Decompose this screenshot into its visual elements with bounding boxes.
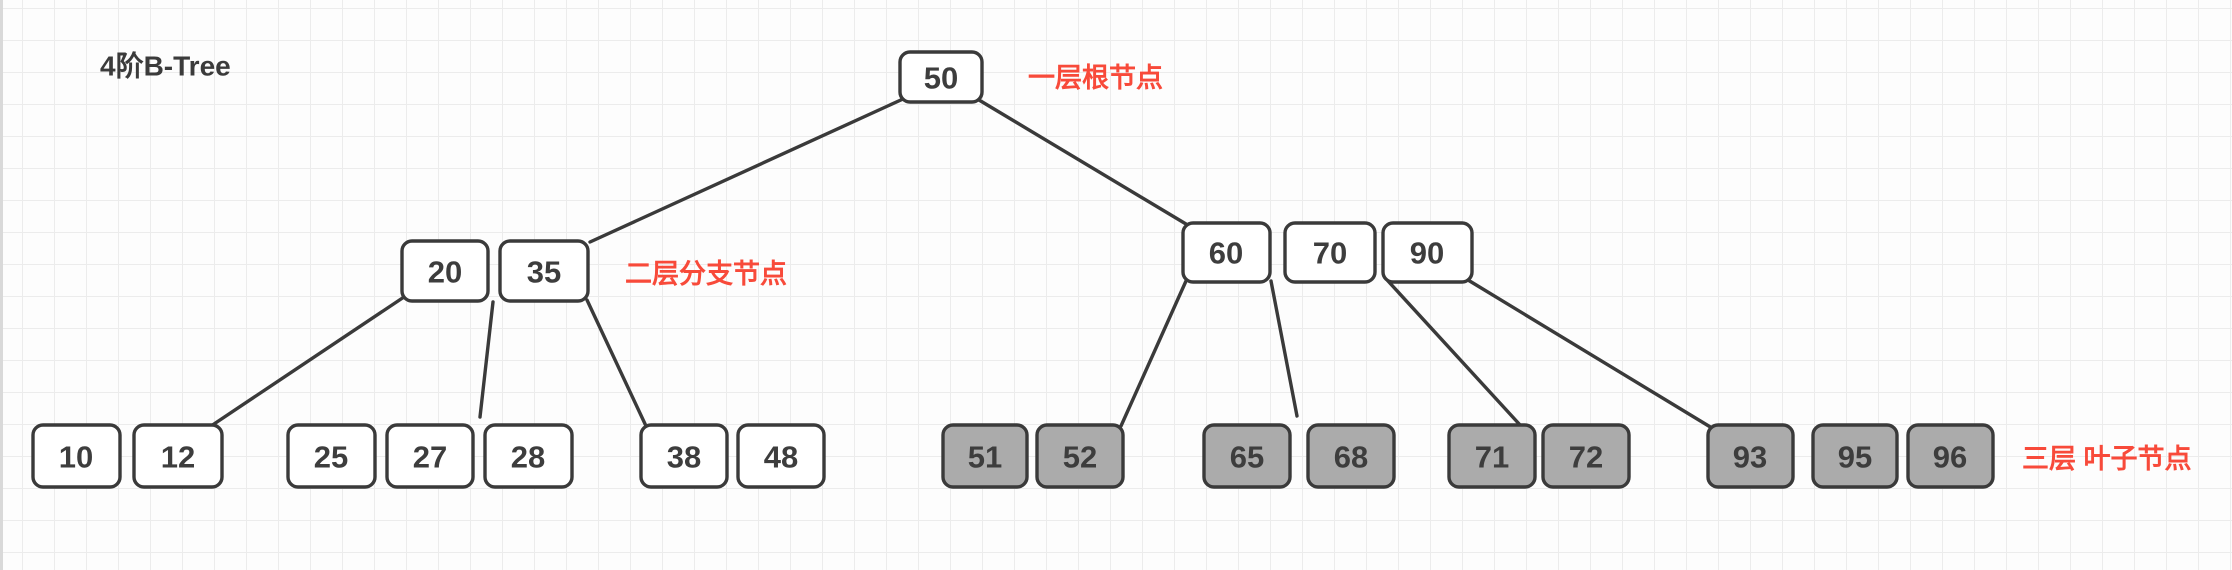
edge-branch-gap-to-leaf-28[interactable] <box>478 300 495 419</box>
node-25[interactable]: 25 <box>286 423 377 489</box>
node-96-label: 96 <box>1933 440 1967 475</box>
node-50-label: 50 <box>924 61 958 96</box>
node-93-label: 93 <box>1733 440 1767 475</box>
node-35-label: 35 <box>527 255 561 290</box>
node-71[interactable]: 71 <box>1447 423 1537 489</box>
node-28-label: 28 <box>511 440 545 475</box>
node-60-label: 60 <box>1209 236 1243 271</box>
node-20-label: 20 <box>428 255 462 290</box>
node-95-label: 95 <box>1838 440 1872 475</box>
node-70-label: 70 <box>1313 236 1347 271</box>
node-96[interactable]: 96 <box>1906 423 1995 489</box>
node-90-box <box>1381 221 1474 284</box>
node-71-box <box>1447 423 1537 489</box>
node-10-label: 10 <box>59 440 93 475</box>
node-60[interactable]: 60 <box>1181 221 1272 284</box>
node-70[interactable]: 70 <box>1283 221 1377 284</box>
node-51-box <box>941 423 1029 489</box>
node-20-box <box>400 239 490 303</box>
node-65-box <box>1202 423 1292 489</box>
node-25-box <box>286 423 377 489</box>
node-70-box <box>1283 221 1377 284</box>
node-28[interactable]: 28 <box>483 423 574 489</box>
node-50-box <box>898 50 984 104</box>
edges <box>209 97 1714 430</box>
node-12-label: 12 <box>161 440 195 475</box>
node-38-label: 38 <box>667 440 701 475</box>
node-10-box <box>31 423 122 489</box>
node-35-box <box>498 239 590 303</box>
node-68-label: 68 <box>1334 440 1368 475</box>
edge-60-to-leaf-68[interactable] <box>1269 279 1299 418</box>
node-35[interactable]: 35 <box>498 239 590 303</box>
node-50[interactable]: 50 <box>898 50 984 104</box>
node-93[interactable]: 93 <box>1706 423 1795 489</box>
node-52[interactable]: 52 <box>1035 423 1125 489</box>
node-12[interactable]: 12 <box>132 423 224 489</box>
node-65-label: 65 <box>1230 440 1264 475</box>
node-52-label: 52 <box>1063 440 1097 475</box>
node-90[interactable]: 90 <box>1381 221 1474 284</box>
node-68-box <box>1306 423 1396 489</box>
node-27[interactable]: 27 <box>385 423 475 489</box>
node-38[interactable]: 38 <box>639 423 729 489</box>
node-72-box <box>1541 423 1631 489</box>
node-38-box <box>639 423 729 489</box>
node-48-label: 48 <box>764 440 798 475</box>
node-72[interactable]: 72 <box>1541 423 1631 489</box>
edge-90-to-leaf-71[interactable] <box>1386 279 1523 428</box>
node-71-label: 71 <box>1475 440 1509 475</box>
node-65[interactable]: 65 <box>1202 423 1292 489</box>
node-52-box <box>1035 423 1125 489</box>
node-96-box <box>1906 423 1995 489</box>
annotation-branch-level[interactable]: 二层分支节点 <box>625 259 787 289</box>
node-27-label: 27 <box>413 440 447 475</box>
node-95-box <box>1811 423 1899 489</box>
node-48[interactable]: 48 <box>736 423 826 489</box>
edge-60-to-leaf-52[interactable] <box>1119 279 1188 428</box>
node-20[interactable]: 20 <box>400 239 490 303</box>
node-10[interactable]: 10 <box>31 423 122 489</box>
node-12-box <box>132 423 224 489</box>
node-51[interactable]: 51 <box>941 423 1029 489</box>
node-25-label: 25 <box>314 440 348 475</box>
node-27-box <box>385 423 475 489</box>
node-95[interactable]: 95 <box>1811 423 1899 489</box>
node-51-label: 51 <box>968 440 1002 475</box>
node-90-label: 90 <box>1410 236 1444 271</box>
node-68[interactable]: 68 <box>1306 423 1396 489</box>
annotation-root-level[interactable]: 一层根节点 <box>1028 63 1163 93</box>
edge-root-to-branch-left[interactable] <box>588 97 905 244</box>
node-48-box <box>736 423 826 489</box>
diagram-title[interactable]: 4阶B-Tree <box>100 51 231 82</box>
canvas-left-edge <box>0 0 3 570</box>
edge-20-to-leaf-12[interactable] <box>209 295 406 428</box>
edge-90-to-leaf-93[interactable] <box>1466 278 1714 430</box>
node-93-box <box>1706 423 1795 489</box>
annotation-leaf-level[interactable]: 三层 叶子节点 <box>2022 444 2192 474</box>
node-60-box <box>1181 221 1272 284</box>
node-72-label: 72 <box>1569 440 1603 475</box>
edge-root-to-branch-right[interactable] <box>977 98 1188 226</box>
node-28-box <box>483 423 574 489</box>
edge-35-to-leaf-38[interactable] <box>585 298 648 428</box>
